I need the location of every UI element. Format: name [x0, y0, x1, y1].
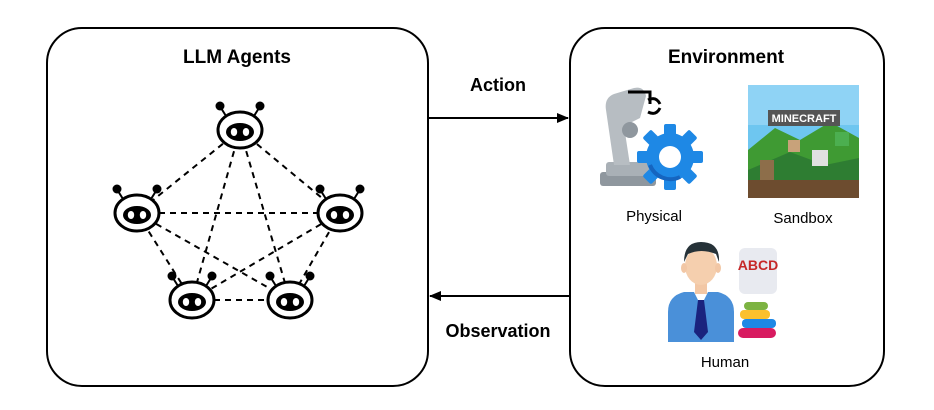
human-label: Human — [701, 354, 749, 371]
environment-box: Environment — [569, 27, 885, 387]
action-arrow: Action — [428, 75, 569, 123]
human-alphabet-icon: ABCD — [668, 242, 778, 342]
observation-label: Observation — [445, 321, 550, 341]
minecraft-image: MINECRAFT — [748, 85, 859, 198]
action-label: Action — [470, 75, 526, 95]
sandbox-label: Sandbox — [773, 210, 833, 227]
observation-arrow: Observation — [429, 291, 570, 341]
abcd-card-text: ABCD — [738, 257, 778, 273]
robot-arm-gear-icon — [600, 87, 703, 190]
environment-title: Environment — [668, 47, 785, 68]
llm-agents-title: LLM Agents — [183, 47, 291, 68]
physical-label: Physical — [626, 208, 682, 225]
minecraft-logo: MINECRAFT — [772, 113, 837, 125]
llm-agents-box: LLM Agents — [46, 27, 429, 387]
